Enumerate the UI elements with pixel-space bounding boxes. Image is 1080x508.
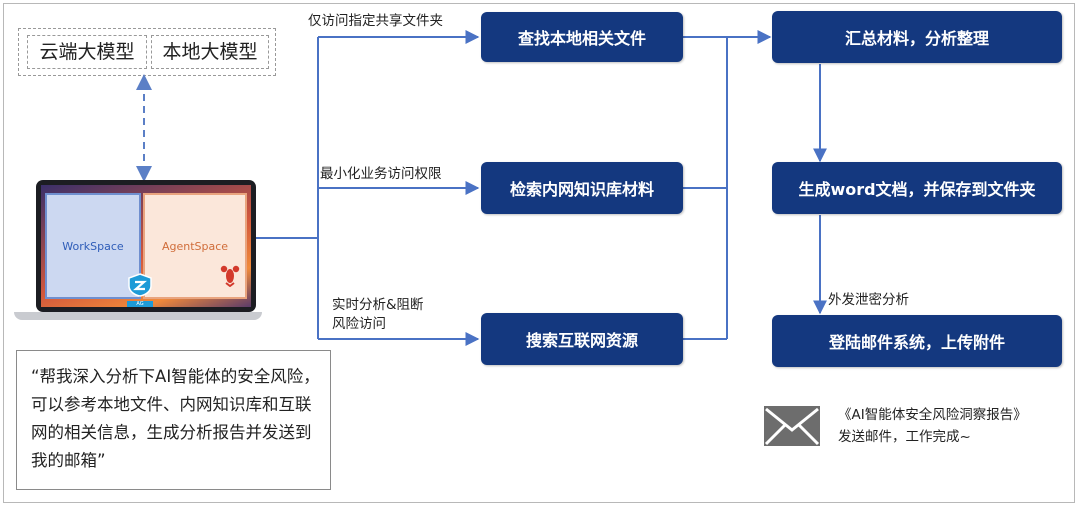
edge-label-shared-folder: 仅访问指定共享文件夹 (308, 13, 443, 29)
node-summarize: 汇总材料，分析整理 (772, 11, 1062, 63)
node-login-email: 登陆邮件系统，上传附件 (772, 315, 1062, 367)
laptop: WorkSpace AgentSpace AG (14, 180, 262, 322)
node-find-local-files: 查找本地相关文件 (481, 12, 683, 62)
user-prompt-box: “帮我深入分析下AI智能体的安全风险，可以参考本地文件、内网知识库和互联网的相关… (16, 350, 331, 490)
lobster-icon (220, 265, 240, 287)
completion-status: 发送邮件，工作完成~ (838, 429, 971, 445)
edge-label-least-privilege: 最小化业务访问权限 (320, 166, 442, 182)
final-result: 《AI智能体安全风险洞察报告》 发送邮件，工作完成~ (838, 404, 1027, 448)
agentspace-label: AgentSpace (161, 239, 229, 253)
edge-label-exfiltration: 外发泄密分析 (828, 292, 909, 308)
workspace-label: WorkSpace (62, 239, 124, 253)
user-prompt-text: “帮我深入分析下AI智能体的安全风险，可以参考本地文件、内网知识库和互联网的相关… (31, 367, 320, 470)
node-search-internet: 搜索互联网资源 (481, 313, 683, 365)
shield-logo-badge: AG (127, 301, 153, 307)
diagram-frame (3, 3, 1075, 503)
laptop-base (14, 312, 262, 320)
node-generate-word: 生成word文档，并保存到文件夹 (772, 162, 1062, 214)
edge-label-risk-access: 风险访问 (332, 316, 386, 332)
cloud-model-label: 云端大模型 (27, 35, 147, 69)
workspace-pane: WorkSpace (45, 193, 141, 299)
shield-logo-icon: AG (127, 273, 153, 307)
mail-icon (764, 406, 820, 446)
laptop-screen: WorkSpace AgentSpace AG (41, 185, 251, 307)
edge-label-realtime-block: 实时分析&阻断 (332, 297, 424, 313)
report-title: 《AI智能体安全风险洞察报告》 (838, 407, 1027, 423)
node-search-intranet: 检索内网知识库材料 (481, 162, 683, 214)
local-model-label: 本地大模型 (151, 35, 269, 69)
